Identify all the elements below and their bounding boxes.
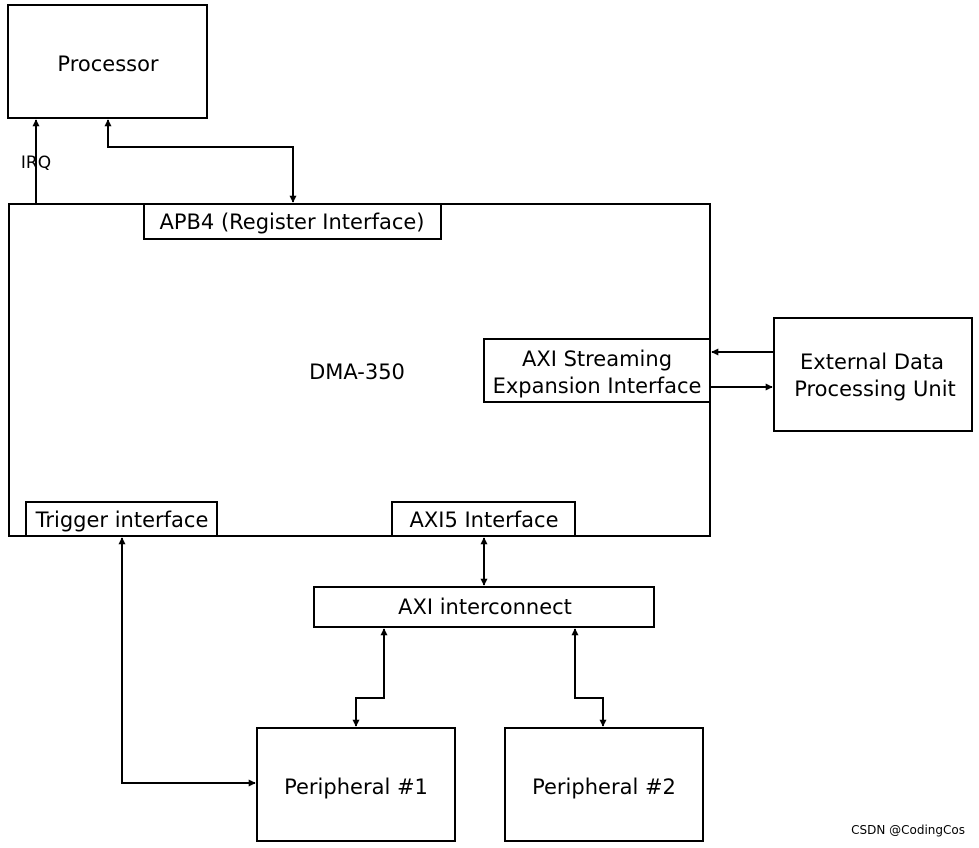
trigger-peripheral1-connector [118, 537, 256, 787]
dma-350-label: DMA-350 [309, 360, 405, 384]
axi-streaming-label-line2: Expansion Interface [493, 374, 702, 398]
axi5-interface-label: AXI5 Interface [410, 508, 559, 532]
apb4-interface-label: APB4 (Register Interface) [159, 210, 424, 234]
axi-interconnect-label: AXI interconnect [398, 595, 572, 619]
external-processing-unit-box [773, 317, 973, 432]
external-unit-label-line1: External Data [800, 350, 944, 374]
irq-label: IRQ [21, 153, 51, 173]
processor-box [7, 4, 208, 119]
apb4-interface-box [143, 203, 442, 240]
interconnect-peripheral2-connector [571, 628, 607, 727]
axi5-interface-box [391, 501, 576, 537]
interconnect-peripheral1-connector [352, 628, 388, 727]
peripheral1-box [256, 727, 456, 842]
external-unit-label-line2: Processing Unit [794, 377, 956, 401]
axi-interconnect-box [313, 586, 655, 628]
peripheral1-label: Peripheral #1 [284, 775, 428, 799]
axi-streaming-interface-box [483, 338, 711, 403]
trigger-interface-box [25, 501, 218, 537]
processor-apb4-connector [104, 119, 297, 203]
peripheral2-label: Peripheral #2 [532, 775, 676, 799]
watermark: CSDN @CodingCos [851, 823, 965, 837]
processor-label: Processor [57, 52, 159, 76]
trigger-interface-label: Trigger interface [35, 508, 209, 532]
peripheral2-box [504, 727, 704, 842]
axi-streaming-label-line1: AXI Streaming [522, 347, 672, 371]
